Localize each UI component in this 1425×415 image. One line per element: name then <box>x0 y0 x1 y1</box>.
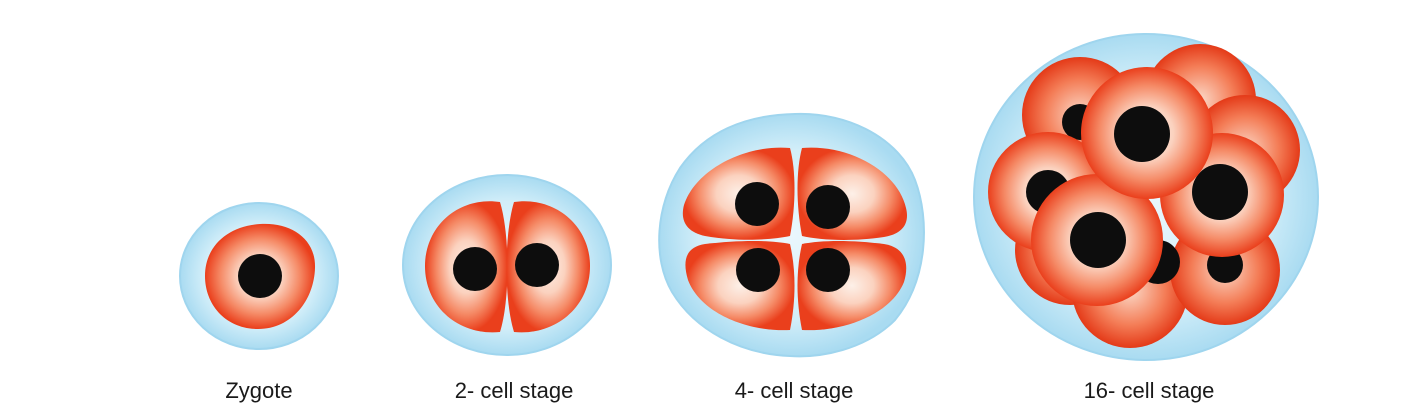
sixteen-cell-nucleus <box>1070 212 1126 268</box>
four-cell-nucleus-top-left <box>735 182 779 226</box>
stage-label-2-cell: 2- cell stage <box>455 378 574 403</box>
stage-label-16-cell: 16- cell stage <box>1084 378 1215 403</box>
stage-label-4-cell: 4- cell stage <box>735 378 854 403</box>
four-cell-nucleus-bottom-left <box>736 248 780 292</box>
four-cell-stage <box>658 112 925 358</box>
zygote-nucleus <box>238 254 282 298</box>
sixteen-cell-stage <box>973 33 1319 361</box>
two-cell-stage <box>402 174 612 356</box>
sixteen-cell-nucleus <box>1192 164 1248 220</box>
four-cell-nucleus-bottom-right <box>806 248 850 292</box>
zygote-stage <box>179 202 339 350</box>
four-cell-nucleus-top-right <box>806 185 850 229</box>
stage-label-zygote: Zygote <box>225 378 292 403</box>
two-cell-nucleus-right <box>515 243 559 287</box>
sixteen-cell-nucleus <box>1114 106 1170 162</box>
two-cell-nucleus-left <box>453 247 497 291</box>
